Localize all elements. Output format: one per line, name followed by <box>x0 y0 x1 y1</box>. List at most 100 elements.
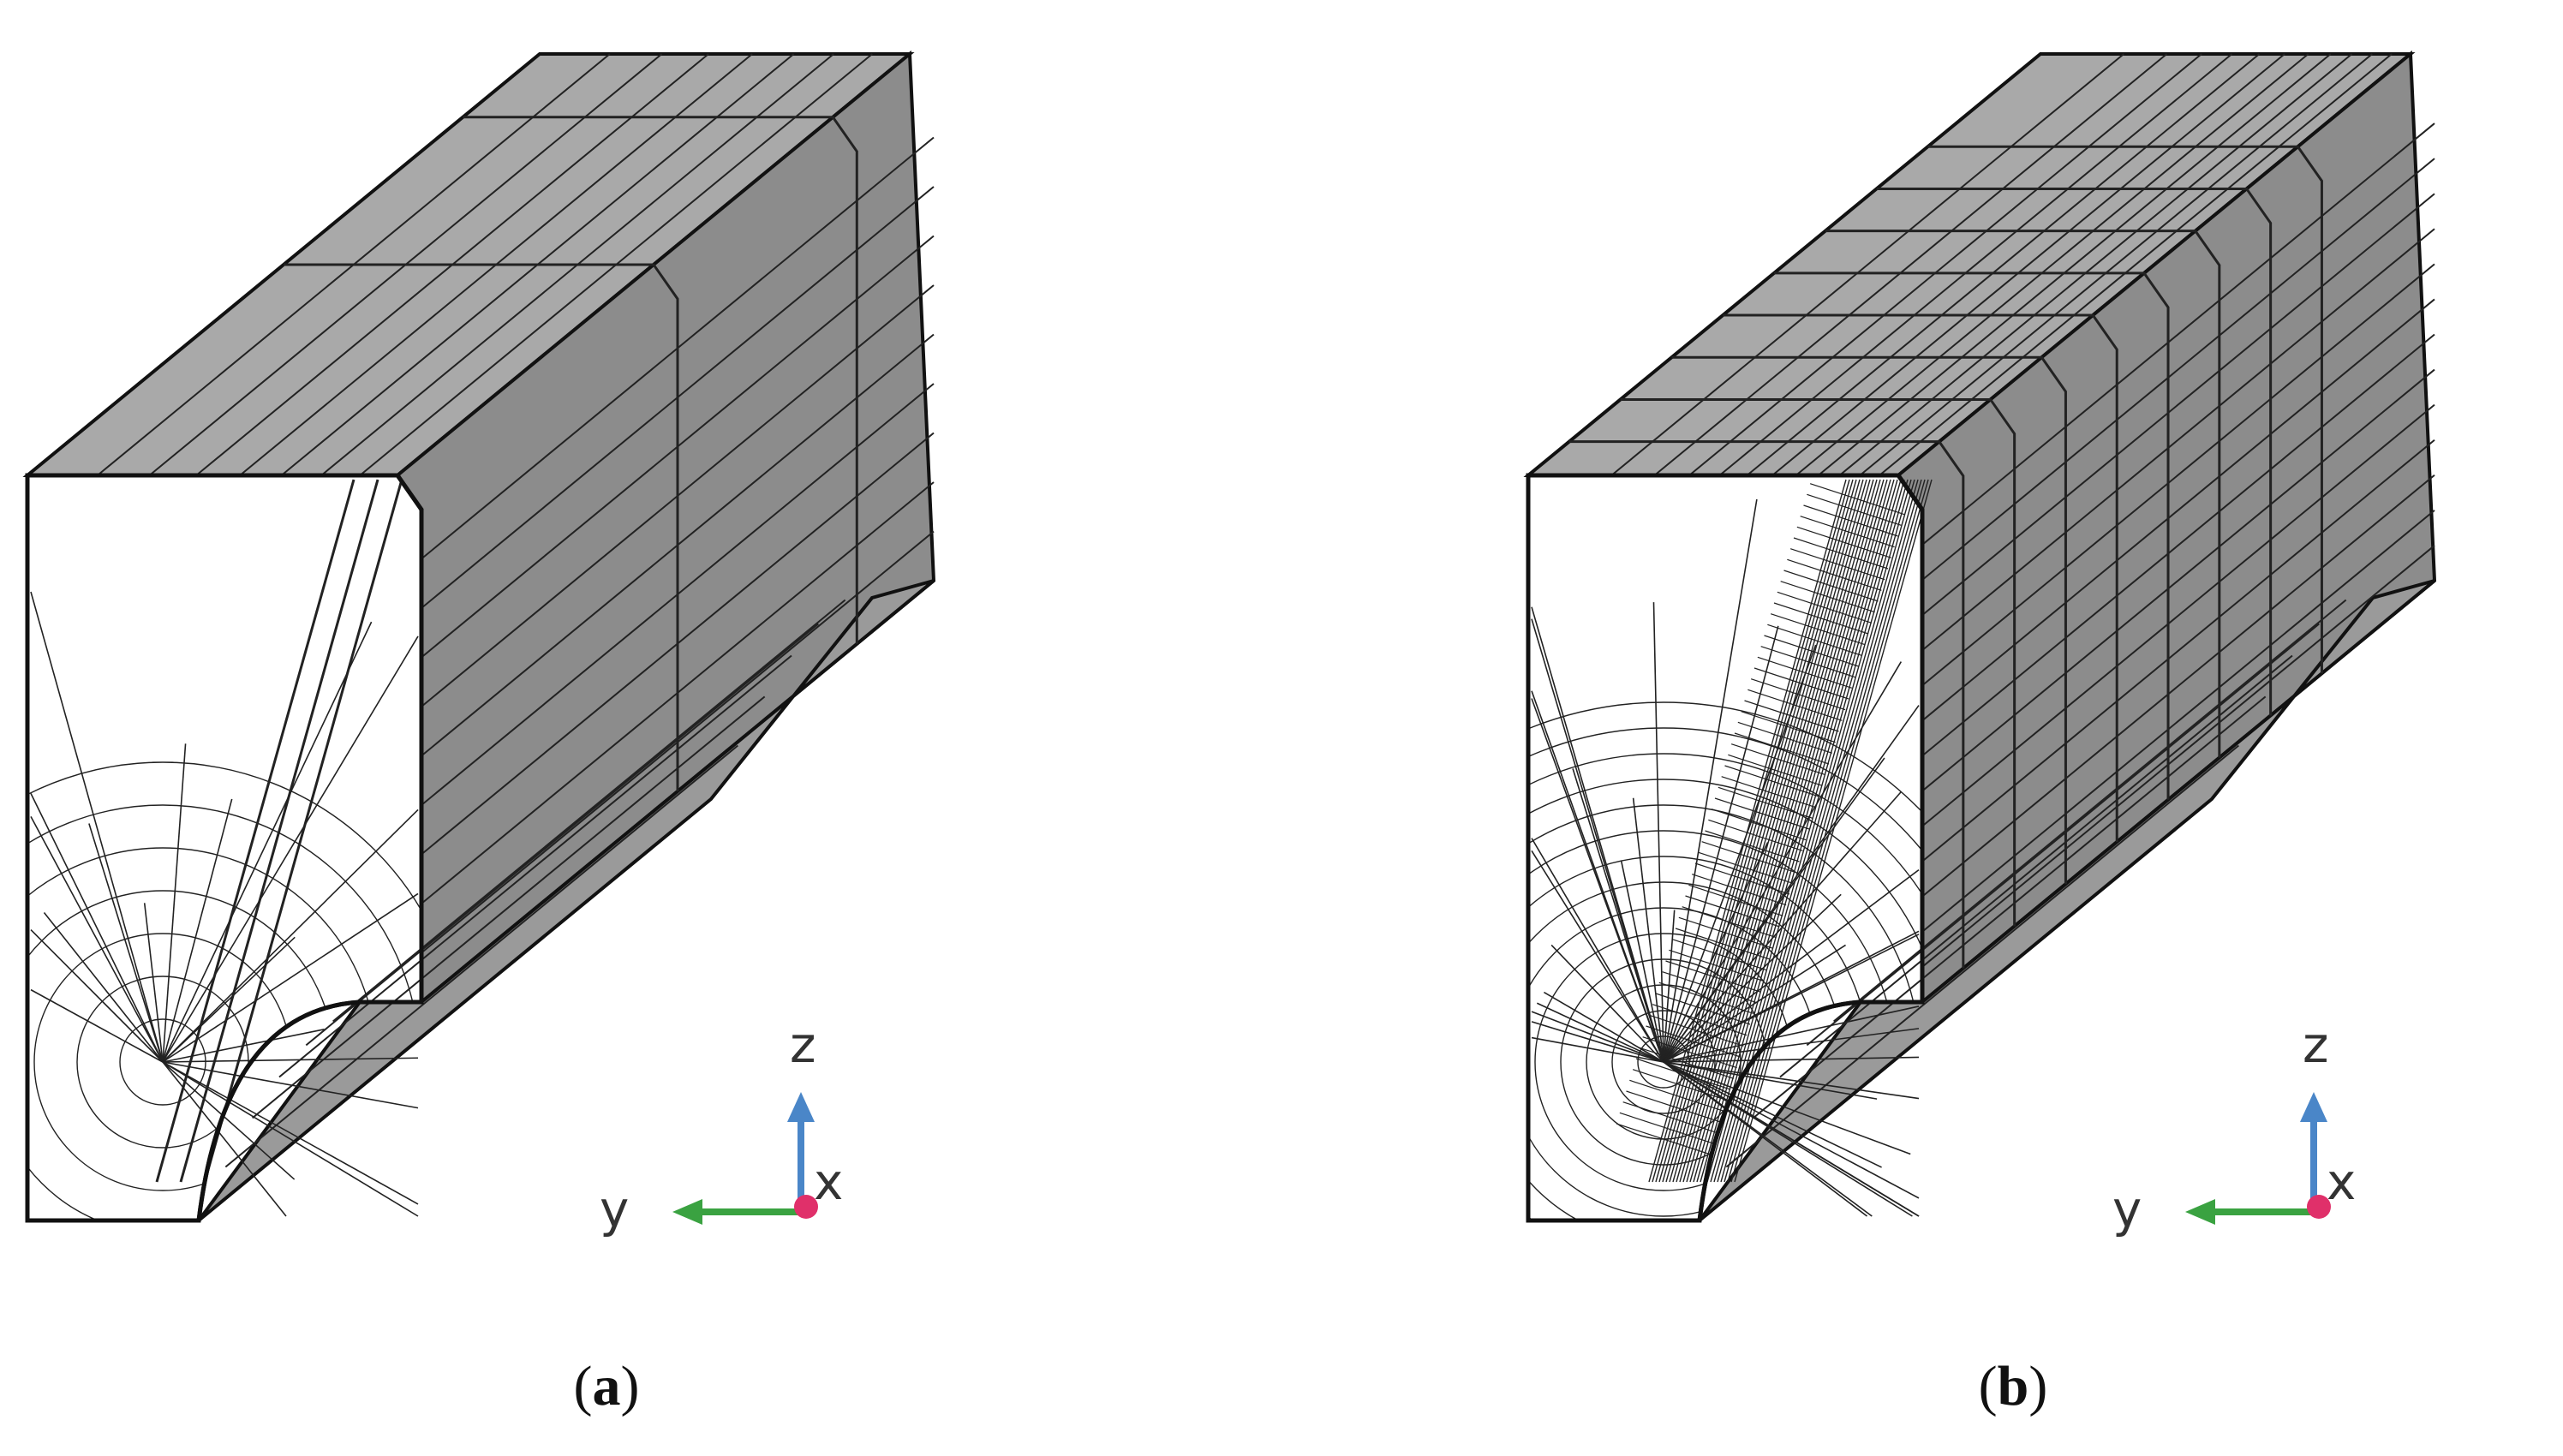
x-axis-label: x <box>814 1153 843 1211</box>
diagonal-band-cross-line <box>1780 581 1875 613</box>
transverse-mesh-line <box>1723 313 2118 843</box>
side-mesh-line <box>1921 439 2435 862</box>
fillet-mesh-line <box>224 744 738 1168</box>
front-mesh-line <box>30 793 164 1063</box>
front-face-outline <box>25 473 424 1223</box>
y-axis-arrowhead <box>672 1199 702 1225</box>
fillet-mesh-line <box>1725 744 2239 1168</box>
top-mesh-line <box>1771 53 2285 476</box>
transverse-mesh-line <box>1620 397 2016 927</box>
diagonal-band-line <box>1669 479 1867 1183</box>
front-mesh-line <box>43 912 164 1063</box>
diagonal-band-cross-line <box>1764 635 1859 667</box>
side-mesh-line <box>1921 510 2435 933</box>
diagonal-band-cross-line <box>1770 613 1866 646</box>
diagonal-band-line <box>1734 479 1933 1183</box>
diagonal-band-cross-line <box>1694 862 1790 895</box>
diagonal-band-cross-line <box>1803 504 1898 537</box>
diagonal-band-cross-line <box>1635 1058 1731 1090</box>
diagonal-band-cross-line <box>1626 1090 1721 1123</box>
fillet-mesh-line <box>305 623 819 1047</box>
front-mesh-line <box>30 815 164 1063</box>
diagonal-band-cross-line <box>1678 916 1774 949</box>
fillet-mesh-line <box>1753 695 2267 1119</box>
diagonal-band-cross-line <box>1616 1123 1712 1155</box>
z-axis-arrowhead <box>787 1092 815 1122</box>
diagonal-band-line <box>1720 479 1919 1183</box>
panel-b: z y x (b) <box>1523 50 2437 1417</box>
top-mesh-line <box>1653 53 2168 476</box>
diagonal-band-cross-line <box>1714 797 1810 830</box>
front-mesh-line <box>1531 1021 1664 1063</box>
diagonal-band-cross-line <box>1698 851 1794 884</box>
front-mesh-line <box>1536 1002 1664 1063</box>
diagonal-band-cross-line <box>1669 949 1764 982</box>
diagonal-band-cross-line <box>1796 526 1892 558</box>
fillet-mesh-line <box>1806 623 2320 1047</box>
diagonal-band-line <box>1689 479 1888 1183</box>
front-mesh-line <box>1663 1056 1920 1063</box>
fillet-mesh-line <box>332 599 846 1023</box>
front-mesh-ring <box>1528 727 1922 1220</box>
diagonal-band-cross-line <box>1622 1101 1718 1134</box>
front-mesh-ring <box>27 761 421 1220</box>
diagonal-band-cross-line <box>1807 493 1902 526</box>
diagonal-band-cross-line <box>1734 732 1830 765</box>
side-mesh-line <box>1921 368 2435 792</box>
diagonal-band-cross-line <box>1649 1014 1744 1047</box>
top-mesh-line <box>1746 53 2261 476</box>
diagonal-band-line <box>1665 479 1864 1183</box>
front-mesh-line <box>1663 1061 1911 1155</box>
top-mesh-line <box>1818 53 2332 476</box>
front-mesh-line <box>1663 1061 1873 1217</box>
diagonal-band-cross-line <box>1688 884 1783 916</box>
diagonal-band-cross-line <box>1718 786 1813 819</box>
fillet-mesh-line <box>1833 599 2347 1023</box>
fillet-mesh-line <box>278 654 792 1078</box>
diagonal-band-cross-line <box>1682 906 1777 939</box>
diagonal-band-line <box>1655 479 1854 1183</box>
z-axis-label: z <box>790 1016 816 1074</box>
front-mesh-line <box>1550 944 1664 1063</box>
front-mesh-line <box>1663 893 1842 1063</box>
front-mesh-line <box>1663 1061 1878 1100</box>
x-axis-dot <box>794 1195 818 1219</box>
transverse-mesh-line <box>1774 272 2170 800</box>
diagonal-band-line <box>1682 479 1881 1183</box>
diagonal-band-cross-line <box>1675 928 1771 960</box>
fillet-mesh-line <box>252 695 766 1119</box>
diagonal-band-cross-line <box>1757 656 1853 689</box>
diagonal-band-cross-line <box>1793 537 1889 570</box>
diagonal-band-line <box>1713 479 1912 1183</box>
diagonal-band-cross-line <box>1671 939 1767 971</box>
diagonal-band-line <box>1676 479 1874 1183</box>
side-mesh-line <box>1921 228 2435 652</box>
front-mesh-line <box>162 1061 419 1217</box>
diagonal-band-cross-line <box>1705 830 1800 862</box>
panel-caption-b: (b) <box>1979 1355 2048 1417</box>
diagonal-band-line <box>1672 479 1871 1183</box>
diagonal-band-cross-line <box>1662 971 1757 1004</box>
x-axis-dot <box>2307 1195 2331 1219</box>
front-mesh-line <box>30 988 164 1063</box>
panel-caption-a: (a) <box>574 1355 640 1417</box>
front-mesh-ring <box>1528 753 1922 1220</box>
diagonal-band-line <box>1693 479 1891 1183</box>
front-mesh-line <box>1663 1061 1920 1100</box>
diagonal-band-cross-line <box>1619 1112 1715 1144</box>
front-mesh-line <box>162 636 419 1063</box>
coordinate-triad-a: z y x <box>600 1016 843 1238</box>
diagonal-band-cross-line <box>1737 721 1833 754</box>
transverse-mesh-line <box>1876 187 2273 716</box>
diagonal-band-cross-line <box>1724 765 1819 797</box>
diagonal-band-cross-line <box>1809 483 1905 516</box>
diagonal-band-cross-line <box>1767 624 1862 656</box>
top-mesh-line <box>1610 53 2124 476</box>
diagonal-band-line <box>155 479 355 1183</box>
diagonal-band-cross-line <box>1748 689 1843 721</box>
diagonal-band-line <box>179 479 379 1183</box>
front-mesh-line <box>162 621 373 1063</box>
front-mesh-line <box>1543 991 1664 1063</box>
diagonal-band-cross-line <box>1730 743 1826 776</box>
side-mesh-line <box>1921 403 2435 827</box>
